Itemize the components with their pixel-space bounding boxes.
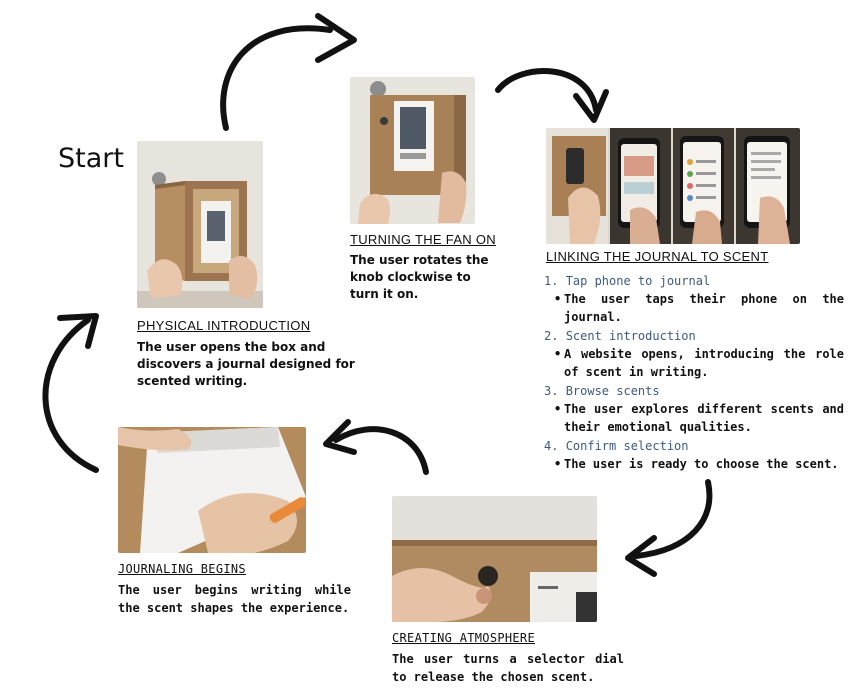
- photo-linking-journal: [546, 128, 800, 244]
- arrow-to-atmosphere-head: [625, 535, 657, 577]
- step-body: The user taps their phone on the journal…: [564, 292, 844, 324]
- step-heading: Browse scents: [565, 384, 660, 398]
- linking-step: 4. Confirm selection •The user is ready …: [544, 438, 844, 473]
- bullet: •: [554, 402, 562, 416]
- step-number: 3.: [544, 384, 559, 398]
- step-number: 4.: [544, 439, 559, 453]
- step-body: The user is ready to choose the scent.: [564, 457, 839, 471]
- photo-creating-atmosphere: [392, 496, 597, 622]
- step-title-fan: TURNING THE FAN ON: [350, 232, 497, 247]
- arrow-to-atmosphere: [633, 479, 713, 559]
- photo-journaling-begins: [118, 427, 306, 553]
- step-desc-fan: The user rotates the knob clockwise to t…: [350, 253, 489, 301]
- step-number: 2.: [544, 329, 559, 343]
- step-number: 1.: [544, 274, 559, 288]
- linking-step: 2. Scent introduction •A website opens, …: [544, 328, 844, 381]
- arrow-to-journaling: [333, 426, 429, 475]
- step-heading: Tap phone to journal: [565, 274, 711, 288]
- photo-turning-fan-on: [350, 77, 475, 224]
- step-heading: Scent introduction: [565, 329, 696, 343]
- step-title-journaling: JOURNALING BEGINS: [118, 562, 246, 576]
- arrow-to-start-head: [57, 313, 99, 349]
- arrow-to-fan: [220, 25, 333, 131]
- step-heading: Confirm selection: [565, 439, 689, 453]
- step-body: A website opens, introducing the role of…: [564, 347, 844, 379]
- linking-step: 3. Browse scents •The user explores diff…: [544, 383, 844, 436]
- bullet: •: [554, 292, 562, 306]
- linking-steps-list: 1. Tap phone to journal •The user taps t…: [544, 273, 844, 475]
- step-body: The user explores different scents and t…: [564, 402, 844, 434]
- step-desc-physical: The user opens the box and discovers a j…: [137, 340, 355, 388]
- start-label: Start: [58, 143, 124, 174]
- arrow-to-linking: [495, 68, 599, 113]
- step-title-physical: PHYSICAL INTRODUCTION: [137, 318, 311, 333]
- step-desc-journaling: The user begins writing while the scent …: [118, 583, 351, 615]
- step-desc-atmosphere: The user turns a selector dial to releas…: [392, 652, 624, 684]
- bullet: •: [554, 457, 562, 471]
- step-title-linking: LINKING THE JOURNAL TO SCENT: [546, 249, 769, 264]
- arrow-to-journaling-head: [323, 419, 357, 455]
- arrow-to-fan-head: [315, 13, 357, 63]
- step-title-atmosphere: CREATING ATMOSPHERE: [392, 631, 535, 645]
- bullet: •: [554, 347, 562, 361]
- photo-physical-introduction: [137, 141, 263, 308]
- linking-step: 1. Tap phone to journal •The user taps t…: [544, 273, 844, 326]
- arrow-to-start: [42, 317, 99, 473]
- arrow-to-linking-head: [573, 89, 609, 123]
